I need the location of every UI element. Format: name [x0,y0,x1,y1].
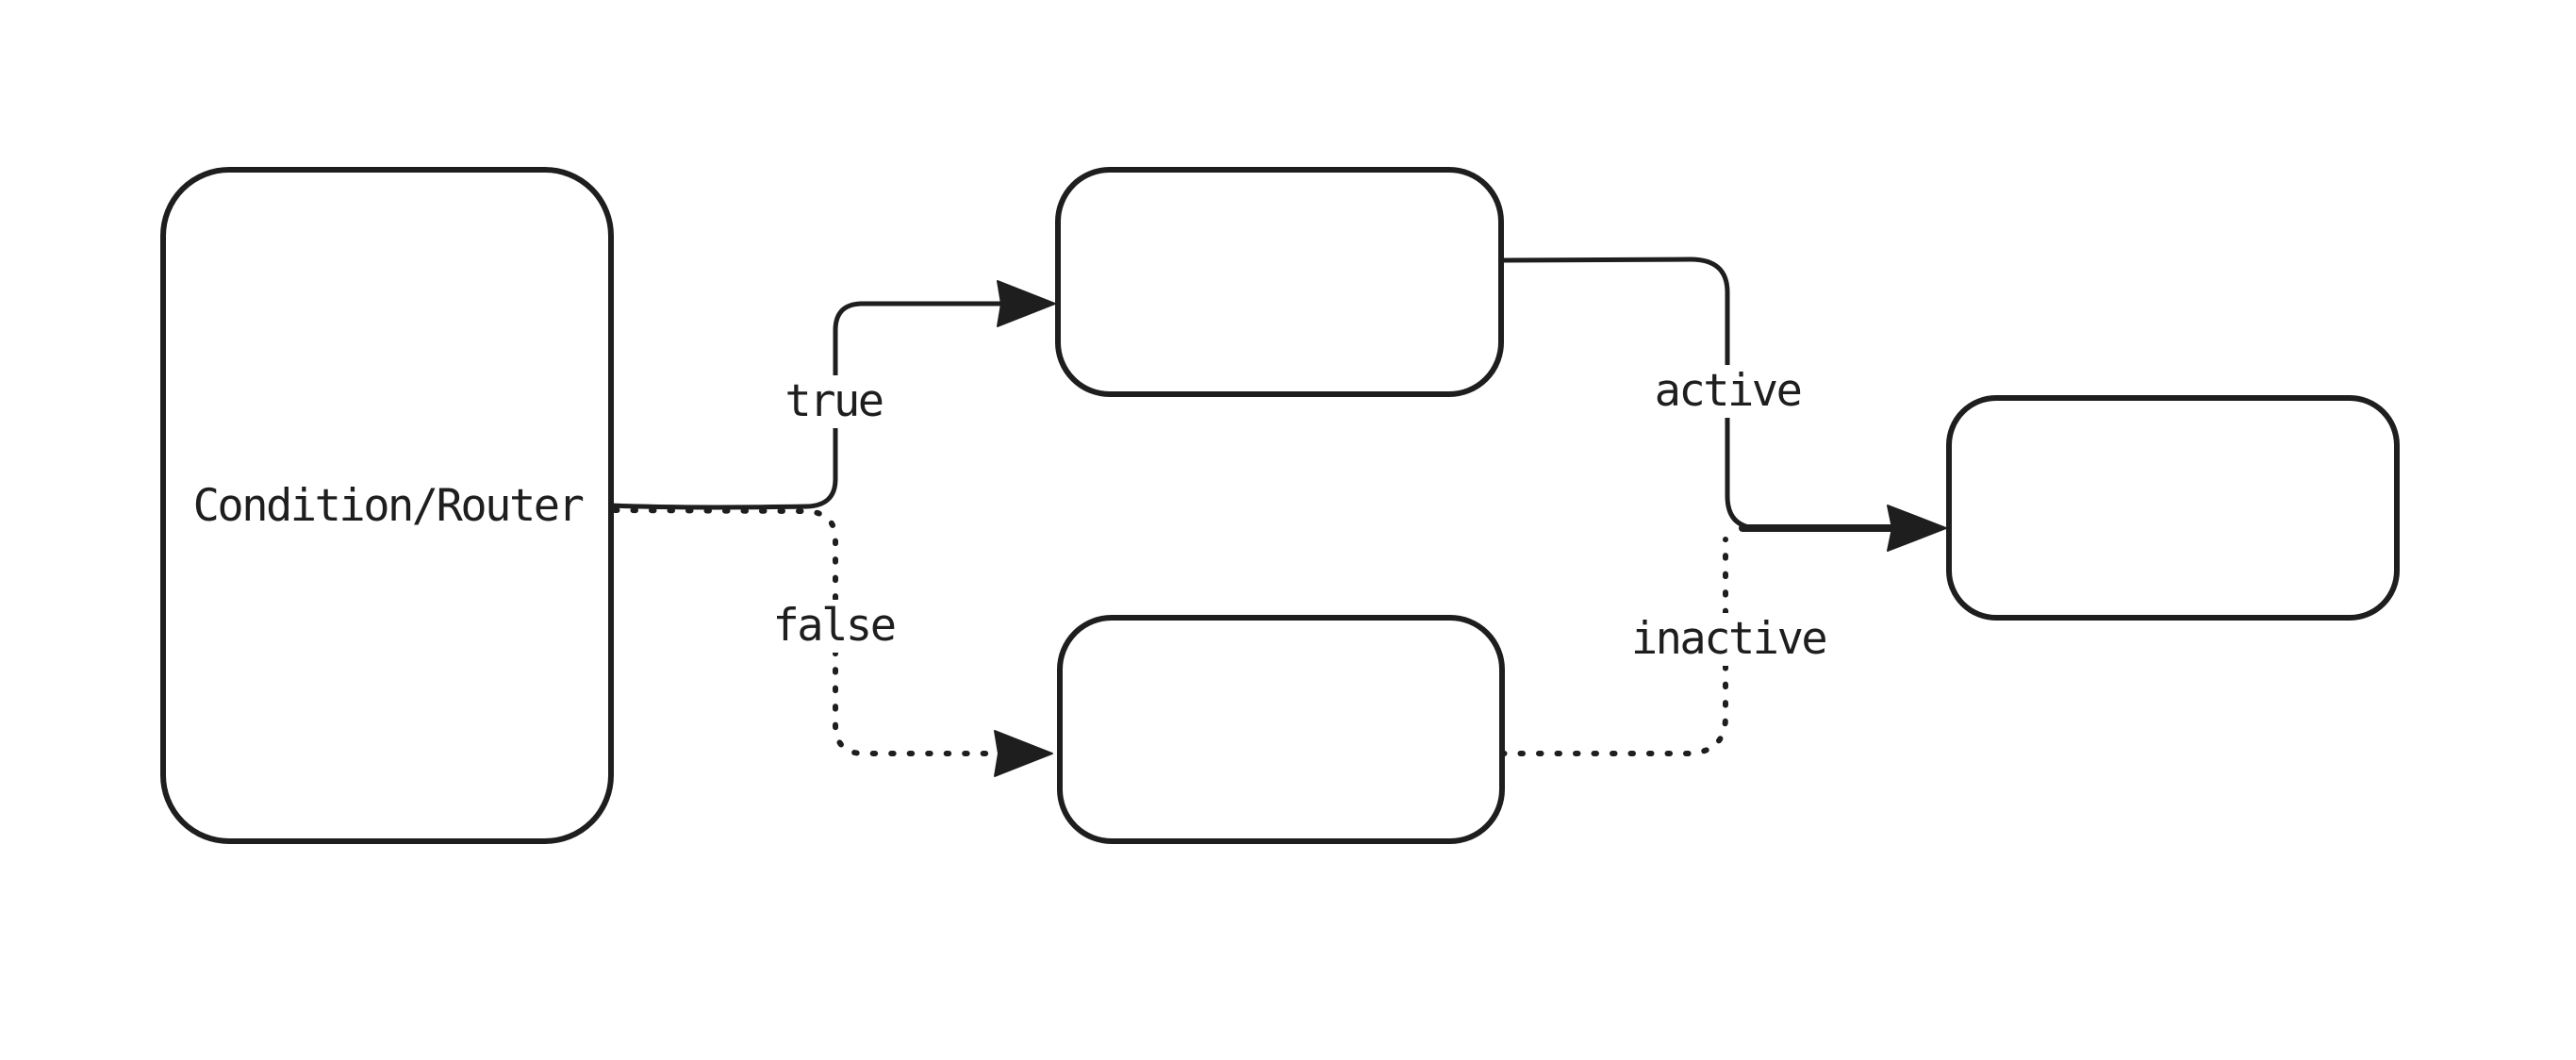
edge-label-true[interactable]: true [777,375,890,428]
arrowhead-active-icon [1887,505,1947,552]
node-condition-router[interactable] [160,167,614,844]
node-label-condition-router: Condition/Router [192,480,585,532]
edge-label-active[interactable]: active [1646,365,1808,418]
edge-label-inactive[interactable]: inactive [1623,613,1834,666]
arrowhead-false-icon [994,730,1053,777]
edge-label-false[interactable]: false [765,600,902,653]
edge-inactive[interactable] [1499,537,1728,756]
node-true-target[interactable] [1055,167,1504,397]
node-merge-target[interactable] [1946,395,2400,621]
edge-active[interactable] [1499,257,1759,531]
arrowhead-true-icon [997,280,1056,327]
edge-true[interactable] [608,301,1036,510]
node-false-target[interactable] [1057,615,1505,844]
